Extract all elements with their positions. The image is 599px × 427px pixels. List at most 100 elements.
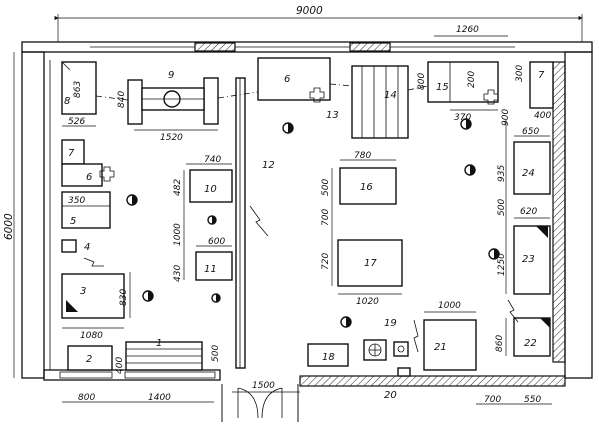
label-10: 10 — [204, 184, 217, 195]
dim-830: 830 — [119, 289, 129, 306]
dim-500-mid: 500 — [321, 179, 331, 196]
equipment-labels: 1 2 3 4 5 6 6 7 7 8 9 10 11 12 13 14 15 … — [64, 70, 545, 401]
label-5: 5 — [70, 216, 76, 227]
top-wall-pier-left — [194, 42, 236, 52]
dim-1400: 1400 — [148, 393, 171, 403]
dim-500-bottom: 500 — [211, 345, 221, 362]
equipment-5 — [61, 191, 111, 229]
equipment-10 — [189, 169, 233, 203]
dim-780: 780 — [354, 151, 371, 161]
right-wall — [564, 51, 593, 379]
walls — [21, 41, 593, 387]
label-20: 20 — [384, 390, 397, 401]
dim-430: 430 — [173, 265, 183, 282]
dim-740: 740 — [204, 155, 221, 165]
bottom-wall-left — [43, 369, 221, 381]
equipment-14 — [351, 65, 409, 139]
equipment-6-top — [257, 57, 331, 101]
label-23: 23 — [522, 254, 535, 265]
label-18: 18 — [322, 352, 335, 363]
label-16: 16 — [360, 182, 373, 193]
dim-860: 860 — [495, 335, 505, 352]
label-8: 8 — [64, 96, 70, 107]
dim-400-bottom: 400 — [115, 357, 125, 374]
equipment-8 — [61, 61, 97, 115]
dim-1260: 1260 — [456, 25, 479, 35]
dim-total-depth: 6000 — [3, 213, 15, 240]
dim-1520: 1520 — [160, 133, 183, 143]
dim-863: 863 — [73, 81, 83, 98]
dim-935: 935 — [497, 165, 507, 182]
lamp-markers — [126, 118, 500, 328]
dim-800-top: 800 — [417, 73, 427, 90]
equipment-11 — [195, 251, 233, 281]
label-3: 3 — [80, 286, 86, 297]
equipment-18 — [307, 343, 349, 367]
dim-1250: 1250 — [497, 253, 507, 276]
label-22: 22 — [524, 338, 537, 349]
dim-700-bottom: 700 — [484, 395, 501, 405]
top-wall-pier-right — [349, 42, 391, 52]
dim-370: 370 — [454, 113, 471, 123]
equipment-22 — [513, 317, 551, 357]
dim-1020: 1020 — [356, 297, 379, 307]
equipment-2 — [67, 345, 113, 371]
label-15: 15 — [436, 82, 449, 93]
label-19: 19 — [384, 318, 397, 329]
dim-900: 900 — [501, 109, 511, 126]
bottom-wall-right — [299, 375, 566, 387]
label-12: 12 — [262, 160, 275, 171]
left-wall — [21, 51, 45, 379]
dim-550: 550 — [524, 395, 541, 405]
dim-350: 350 — [68, 196, 85, 206]
dim-200: 200 — [467, 71, 477, 88]
dim-1000-mid: 1000 — [173, 223, 183, 246]
equipment-9 — [127, 77, 219, 125]
equipment-7-right — [529, 61, 554, 109]
dim-500-right: 500 — [497, 199, 507, 216]
entrance-door — [221, 384, 299, 422]
dim-650: 650 — [522, 127, 539, 137]
dim-620: 620 — [520, 207, 537, 217]
label-13: 13 — [326, 110, 339, 121]
equipment-15 — [427, 61, 499, 103]
equipment-4 — [61, 239, 77, 253]
equipment-6-left — [61, 163, 103, 187]
dim-482: 482 — [173, 179, 183, 196]
label-21: 21 — [434, 342, 447, 353]
label-1: 1 — [156, 338, 162, 349]
label-6-top: 6 — [284, 74, 290, 85]
dimension-labels: 9000 6000 1260 863 840 1520 526 350 800 … — [3, 5, 551, 405]
label-2: 2 — [86, 354, 92, 365]
dim-526: 526 — [68, 117, 85, 127]
dimension-lines — [13, 14, 583, 405]
equipment-24 — [513, 141, 551, 195]
label-7-right: 7 — [538, 70, 545, 81]
equipment-17 — [337, 239, 403, 287]
label-9: 9 — [168, 70, 174, 81]
label-4: 4 — [84, 242, 90, 253]
equipment-23 — [513, 225, 551, 295]
partition-12 — [235, 77, 246, 369]
dim-300: 300 — [515, 65, 525, 82]
dim-total-width: 9000 — [296, 5, 323, 17]
equipment-16 — [339, 167, 397, 205]
dim-840: 840 — [117, 91, 127, 108]
outlet-markers — [99, 87, 499, 182]
dim-600: 600 — [208, 237, 225, 247]
dim-1500: 1500 — [252, 381, 275, 391]
dim-800-bottom: 800 — [78, 393, 95, 403]
label-14: 14 — [384, 90, 397, 101]
label-7-left: 7 — [68, 148, 75, 159]
equipment-21 — [423, 319, 477, 371]
label-11: 11 — [204, 264, 217, 275]
dim-700-mid: 700 — [321, 209, 331, 226]
dim-400-top: 400 — [534, 111, 551, 121]
dim-720: 720 — [321, 253, 331, 270]
dim-1080: 1080 — [80, 331, 103, 341]
top-wall — [21, 41, 593, 53]
right-wall-hatch — [552, 61, 566, 363]
label-24: 24 — [522, 168, 535, 179]
label-6-left: 6 — [86, 172, 92, 183]
